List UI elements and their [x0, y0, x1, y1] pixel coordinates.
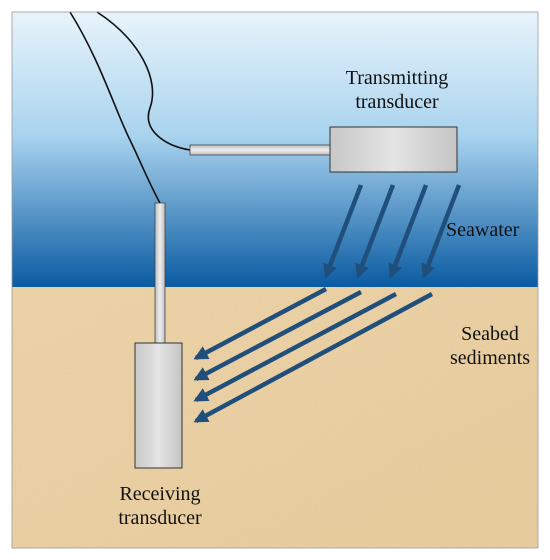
receiver-rod: [154, 202, 166, 344]
receiving-label-line2: transducer: [118, 507, 202, 529]
seawater-label: Seawater: [446, 219, 520, 241]
seabed-sediment-region: [12, 287, 538, 548]
receiving-transducer: [134, 342, 183, 469]
transmitter-rod: [189, 144, 333, 156]
receiving-transducer-label: Receiving transducer: [90, 482, 230, 530]
seabed-label-line1: Seabed: [461, 323, 519, 345]
incident-arrow: [323, 184, 364, 279]
transmitting-transducer-label: Transmitting transducer: [322, 66, 472, 114]
refracted-arrow: [193, 292, 398, 402]
receiving-label-line1: Receiving: [119, 483, 201, 505]
incident-arrow: [355, 184, 396, 279]
incident-wave-arrows: [323, 184, 462, 279]
refracted-arrow: [193, 292, 434, 423]
seabed-sediments-label: Seabed sediments: [435, 322, 545, 370]
transmitter-cable: [96, 11, 191, 151]
transmitting-transducer: [329, 126, 458, 173]
refracted-arrow: [193, 287, 328, 360]
incident-arrow: [388, 184, 429, 279]
transmitting-label-line2: transducer: [355, 91, 439, 113]
receiver-cable: [69, 11, 161, 204]
transmitting-label-line1: Transmitting: [345, 67, 449, 89]
refracted-arrow: [193, 290, 363, 381]
diagram-frame: [11, 11, 539, 549]
incident-arrow: [421, 184, 462, 279]
refracted-wave-arrows: [193, 287, 434, 423]
seabed-label-line2: sediments: [450, 347, 530, 369]
